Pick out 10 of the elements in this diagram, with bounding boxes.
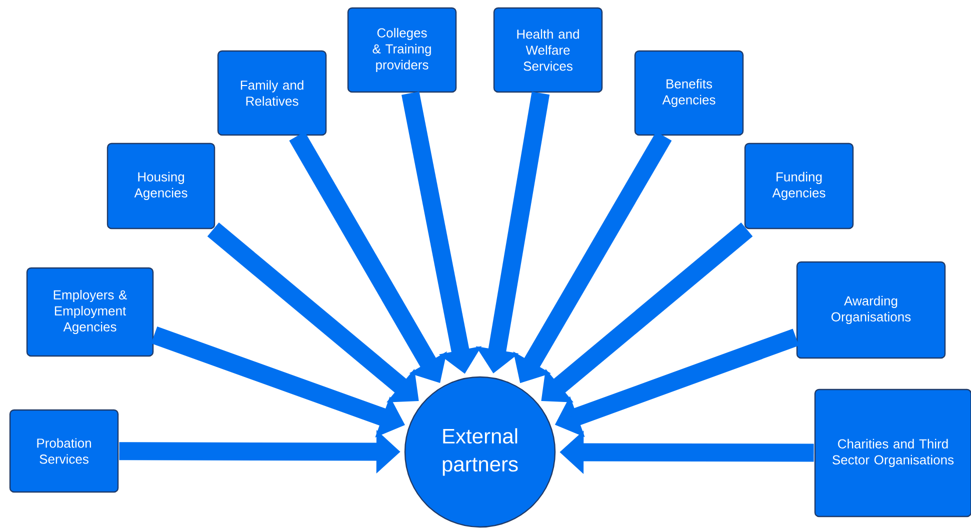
agency-box: Colleges & Training providers (347, 7, 457, 93)
agency-box: Housing Agencies (106, 142, 216, 230)
agency-box: Family and Relatives (217, 50, 327, 136)
agency-box: Health and Welfare Services (493, 7, 603, 93)
agency-box: Employers & Employment Agencies (26, 267, 154, 357)
agency-box: Charities and Third Sector Organisations (814, 388, 971, 518)
agency-box: Benefits Agencies (634, 50, 744, 136)
agency-box: Probation Services (9, 409, 119, 493)
agency-box: Awarding Organisations (796, 261, 946, 359)
agency-box: Funding Agencies (744, 142, 854, 230)
